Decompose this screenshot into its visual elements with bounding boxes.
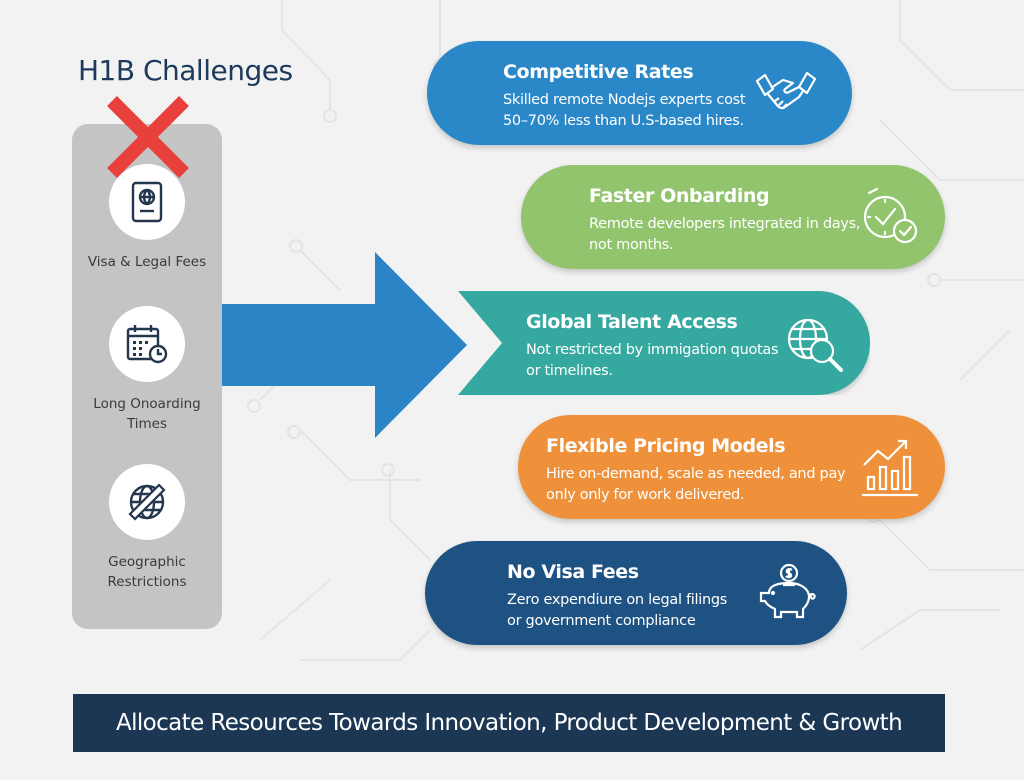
benefit-flexible-pricing: Flexible Pricing Models Hire on-demand, … bbox=[518, 415, 945, 519]
benefit-desc-line: Remote developers integrated in days, bbox=[589, 216, 861, 232]
benefit-description: Skilled remote Nodejs experts cost 50–70… bbox=[503, 90, 746, 132]
benefit-desc-line: not months. bbox=[589, 237, 674, 253]
benefit-title: Global Talent Access bbox=[526, 311, 738, 333]
transition-arrow-icon bbox=[222, 252, 467, 438]
globe-crossed-icon bbox=[128, 483, 166, 521]
benefit-title: Flexible Pricing Models bbox=[546, 435, 786, 457]
benefit-title: Competitive Rates bbox=[503, 61, 694, 83]
challenge-visa-fees: Visa & Legal Fees bbox=[72, 164, 222, 272]
benefit-description: Zero expendiure on legal filings or gove… bbox=[507, 590, 727, 632]
benefit-global-talent: Global Talent Access Not restricted by i… bbox=[458, 291, 870, 395]
piggy-bank-icon bbox=[759, 563, 816, 619]
benefit-desc-line: Zero expendiure on legal filings bbox=[507, 592, 728, 608]
x-mark-icon bbox=[107, 96, 189, 178]
challenge-geographic: Geographic Restrictions bbox=[72, 464, 222, 592]
benefit-desc-line: Skilled remote Nodejs experts cost bbox=[503, 92, 746, 108]
bottom-banner: Allocate Resources Towards Innovation, P… bbox=[73, 694, 945, 752]
benefit-description: Not restricted by immigation quotas or t… bbox=[526, 340, 779, 382]
benefit-faster-onboarding: Faster Onbarding Remote developers integ… bbox=[521, 165, 945, 269]
passport-icon bbox=[131, 181, 163, 223]
benefit-desc-line: Not restricted by immigation quotas bbox=[526, 342, 779, 358]
benefit-desc-line: 50–70% less than U.S-based hires. bbox=[503, 113, 744, 129]
page-title: H1B Challenges bbox=[78, 54, 293, 87]
handshake-icon bbox=[755, 71, 817, 110]
challenge-label: Long Onoarding Times bbox=[93, 396, 201, 432]
challenge-label: Geographic Restrictions bbox=[107, 554, 187, 590]
benefit-title: No Visa Fees bbox=[507, 561, 639, 583]
challenge-onboarding: Long Onoarding Times bbox=[72, 306, 222, 434]
challenge-icon-circle bbox=[109, 464, 185, 540]
benefit-desc-line: only only for work delivered. bbox=[546, 487, 745, 503]
challenge-icon-circle bbox=[109, 164, 185, 240]
calendar-clock-icon bbox=[126, 325, 168, 364]
benefit-description: Remote developers integrated in days, no… bbox=[589, 214, 861, 256]
benefit-description: Hire on-demand, scale as needed, and pay… bbox=[546, 464, 846, 506]
benefit-no-visa-fees: No Visa Fees Zero expendiure on legal fi… bbox=[425, 541, 847, 645]
challenge-label: Visa & Legal Fees bbox=[87, 254, 207, 270]
stopwatch-check-icon bbox=[863, 187, 918, 244]
globe-search-icon bbox=[787, 318, 843, 372]
benefit-competitive-rates: Competitive Rates Skilled remote Nodejs … bbox=[427, 41, 852, 145]
benefit-desc-line: or government compliance bbox=[507, 613, 696, 629]
growth-chart-icon bbox=[862, 439, 918, 497]
benefit-desc-line: Hire on-demand, scale as needed, and pay bbox=[546, 466, 846, 482]
benefit-desc-line: or timelines. bbox=[526, 363, 613, 379]
challenge-icon-circle bbox=[109, 306, 185, 382]
benefit-title: Faster Onbarding bbox=[589, 185, 770, 207]
